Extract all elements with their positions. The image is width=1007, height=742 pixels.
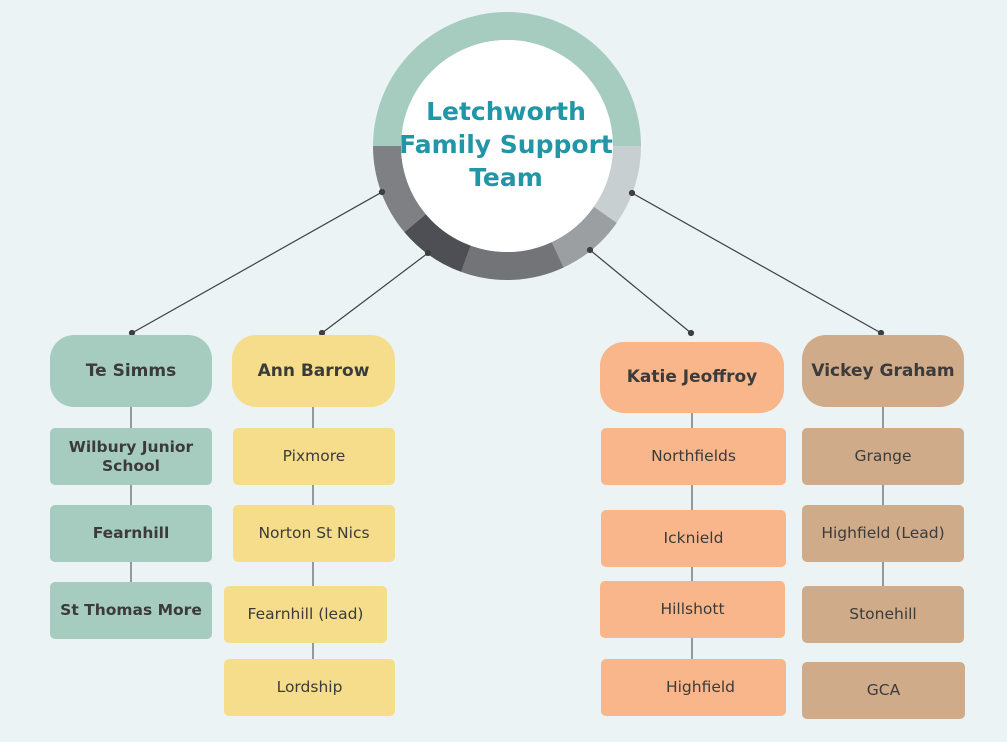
hub-circle [401, 40, 613, 252]
school-fearnhill: Fearnhill [50, 505, 212, 562]
head-vickey-graham: Vickey Graham [802, 335, 964, 407]
school-gca: GCA [802, 662, 965, 719]
school-highfield-lead: Highfield (Lead) [802, 505, 964, 562]
connector-ann-barrow [321, 252, 429, 334]
school-hillshott: Hillshott [600, 581, 785, 638]
school-lordship: Lordship [224, 659, 395, 716]
connector-te-simms [131, 191, 383, 334]
ring-segment-mid [551, 206, 617, 268]
hub-connectors [128, 188, 885, 337]
title-ring [373, 12, 641, 280]
school-norton-st-nics: Norton St Nics [233, 505, 395, 562]
ring-segment-left [373, 146, 426, 233]
ring-segment-dark [404, 214, 471, 272]
head-ann-barrow: Ann Barrow [232, 335, 395, 407]
school-grange: Grange [802, 428, 964, 485]
school-fearnhill-lead: Fearnhill (lead) [224, 586, 387, 643]
ring-segment-light [593, 146, 641, 223]
head-katie-jeoffroy: Katie Jeoffroy [600, 342, 784, 413]
school-stonehill: Stonehill [802, 586, 964, 643]
ring-segment-top [373, 12, 641, 146]
connector-katie-jeoffroy [589, 249, 692, 334]
hub-title: Letchworth Family Support Team [399, 97, 613, 192]
school-wilbury-junior-school: Wilbury Junior School [50, 428, 212, 485]
school-pixmore: Pixmore [233, 428, 395, 485]
school-icknield: Icknield [601, 510, 786, 567]
connector-vickey-graham [631, 192, 882, 334]
ring-segment-gray [461, 242, 564, 280]
school-northfields: Northfields [601, 428, 786, 485]
school-st-thomas-more: St Thomas More [50, 582, 212, 639]
school-highfield: Highfield [601, 659, 786, 716]
head-te-simms: Te Simms [50, 335, 212, 407]
